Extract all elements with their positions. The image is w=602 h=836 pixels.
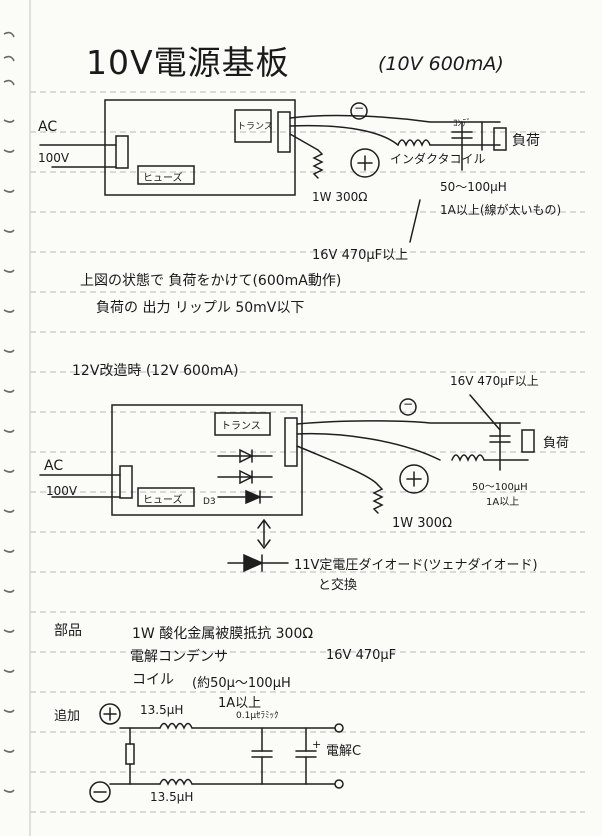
parts-coil-note: 1A以上 <box>218 696 262 711</box>
circuit2-inductor-spec: 50〜100μH <box>472 482 528 493</box>
circuit2-zener-symbol <box>243 553 264 573</box>
circuit2-load <box>521 429 535 453</box>
circuit1-wire-top <box>289 114 501 123</box>
parts-capacitor-name: 電解コンデンサ <box>130 649 228 665</box>
circuit2-plus-terminal <box>399 464 429 494</box>
circuit2-minus-label: − <box>403 397 414 411</box>
parts-heading: 部品 <box>54 623 82 639</box>
circuit2-wire-resistor <box>296 445 379 486</box>
page-title: 10V電源基板 <box>86 43 290 82</box>
circuit1-transformer-label: トランス <box>237 122 273 132</box>
filter-minus-terminal <box>89 781 111 803</box>
circuit2-diode-3 <box>245 489 262 505</box>
circuit1-fuse-label: ヒューズ <box>143 173 183 184</box>
circuit1-inductor-current: 1A以上(線が太いもの) <box>440 203 562 217</box>
circuit1-resistor-label: 1W 300Ω <box>312 190 368 204</box>
parts-coil-value: (約50μ〜100μH <box>192 676 291 691</box>
circuit2-transformer-label: トランス <box>221 421 261 432</box>
circuit1-inductor <box>397 139 431 148</box>
circuit2-wire-top <box>296 420 521 425</box>
circuit2-transformer-box <box>214 412 271 436</box>
filter-inductor-bottom <box>159 778 193 786</box>
note-ripple: 負荷の 出力 リップル 50mV以下 <box>96 300 305 316</box>
note-load-test: 上図の状態で 負荷をかけて(600mA動作) <box>80 273 342 289</box>
circuit1-load-label: 負荷 <box>512 133 540 149</box>
circuit2-board <box>111 404 303 516</box>
circuit1-cap-spec: 16V 470μF以上 <box>312 248 409 263</box>
circuit1-wire-resistor <box>289 133 319 151</box>
circuit1-minus-terminal <box>350 102 368 120</box>
filter-inductor-top <box>159 722 193 730</box>
circuit1-wire-plus <box>289 124 399 146</box>
filter-inductor-top-label: 13.5μH <box>140 703 184 717</box>
filter-addition-label: 追加 <box>54 709 81 724</box>
circuit2-cap-leader <box>469 394 501 431</box>
circuit2-fuse-holder <box>119 465 133 499</box>
circuit2-load-label: 負荷 <box>543 436 570 451</box>
filter-electrolytic-label: 電解C <box>326 744 362 759</box>
circuit2-zener-swap: と交換 <box>318 578 358 593</box>
circuit1-load <box>493 127 507 151</box>
filter-resistor <box>125 743 135 765</box>
circuit2-zener-note: 11V定電圧ダイオード(ツェナダイオード) <box>294 558 538 573</box>
circuit2-resistor <box>372 484 384 514</box>
circuit2-heading: 12V改造時 (12V 600mA) <box>72 363 239 379</box>
circuit1-100v-label: 100V <box>38 151 70 165</box>
circuit1-inductor-label: インダクタコイル <box>390 152 486 166</box>
circuit2-cap-spec: 16V 470μF以上 <box>450 374 539 388</box>
circuit1-fuse-holder <box>115 135 129 169</box>
circuit1-cap-label: ｺﾝﾃﾞ <box>453 119 472 129</box>
circuit1-ac-label: AC <box>38 119 58 135</box>
circuit1-cap-leader <box>409 199 421 243</box>
circuit1-fuse-box <box>137 165 195 185</box>
page-title-spec: (10V 600mA) <box>378 53 504 75</box>
circuit2-diode-2 <box>239 469 254 485</box>
circuit2-inductor <box>451 454 485 463</box>
circuit2-swap-arrow <box>257 518 271 550</box>
circuit1-board <box>104 99 296 196</box>
circuit1-transformer-box <box>234 109 272 143</box>
circuit1-minus-label: − <box>354 101 365 115</box>
circuit1-connector <box>277 111 291 153</box>
circuit1-resistor <box>312 149 324 179</box>
parts-coil-name: コイル <box>132 672 174 688</box>
circuit2-wire-plus <box>296 432 441 461</box>
filter-output-minus <box>334 779 344 789</box>
filter-output-plus <box>334 723 344 733</box>
circuit1-inductor-spec: 50〜100μH <box>440 180 507 194</box>
filter-inductor-bottom-label: 13.5μH <box>150 790 194 804</box>
circuit2-fuse-label: ヒューズ <box>143 495 183 506</box>
parts-resistor: 1W 酸化金属被膜抵抗 300Ω <box>132 626 314 642</box>
circuit2-minus-terminal <box>399 398 417 416</box>
circuit2-fuse-box <box>137 487 195 507</box>
filter-electrolytic-plus: + <box>312 738 322 751</box>
circuit1-plus-terminal <box>350 148 380 178</box>
circuit2-inductor-current: 1A以上 <box>486 497 520 508</box>
filter-plus-terminal <box>99 703 121 725</box>
parts-capacitor-value: 16V 470μF <box>326 648 397 663</box>
circuit2-100v-label: 100V <box>46 484 78 498</box>
circuit2-diode-1 <box>239 448 254 464</box>
circuit2-connector <box>284 417 298 467</box>
circuit2-ac-label: AC <box>44 458 64 474</box>
filter-ceramic-label: 0.1μｾﾗﾐｯｸ <box>236 711 279 721</box>
circuit2-d3-label: D3 <box>203 497 216 507</box>
circuit2-resistor-label: 1W 300Ω <box>392 516 453 531</box>
